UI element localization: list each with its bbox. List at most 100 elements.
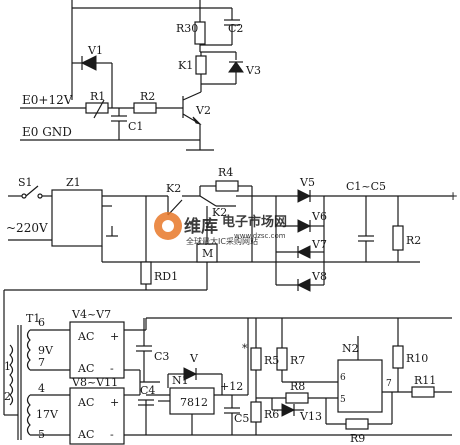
watermark-brand: 维库	[184, 216, 218, 237]
label-opamp-pin-5: 5	[340, 395, 346, 405]
r11-resistor	[411, 386, 435, 398]
label-minus-2: -	[110, 428, 114, 441]
label-v3: V3	[245, 64, 261, 77]
v3-diode	[228, 61, 244, 73]
label-r8: R8	[290, 380, 305, 393]
label-capacitor-bank: C1~C5	[346, 180, 386, 193]
v13-zener	[281, 403, 296, 417]
r10-resistor	[392, 345, 404, 369]
label-v5: V5	[299, 176, 315, 189]
t1-primary-winding	[9, 344, 14, 406]
label-r2-output: R2	[406, 234, 421, 247]
label-r1: R1	[90, 90, 105, 103]
v5-diode	[297, 189, 312, 203]
label-v8: V8	[311, 270, 327, 283]
label-bridge-bottom: V8~V11	[71, 376, 118, 389]
label-opamp-pin-7: 7	[386, 379, 392, 389]
label-r10: R10	[406, 352, 428, 365]
label-pin-6: 6	[38, 316, 45, 329]
k1-relay-coil	[195, 55, 207, 75]
regulator-7812	[169, 387, 215, 415]
label-pin-2: 2	[4, 390, 11, 403]
label-opamp-pin-6: 6	[340, 373, 346, 383]
watermark-title: 电子市场网	[222, 214, 287, 230]
watermark-subtitle: 全球最大IC采购网站	[186, 236, 258, 246]
label-k1: K1	[178, 59, 193, 72]
label-v1: V1	[87, 44, 103, 57]
lower-supply	[9, 317, 452, 445]
label-e0-gnd: E0 GND	[22, 125, 72, 139]
v8-diode	[296, 278, 311, 292]
label-plus-2: +	[110, 396, 119, 409]
label-v13: V13	[299, 410, 322, 423]
v6-diode	[297, 219, 312, 233]
label-plus-1: +	[110, 330, 119, 343]
label-s1: S1	[18, 176, 33, 189]
label-output-plus: +	[448, 189, 458, 203]
t1-secondary-17v	[26, 394, 31, 436]
label-ac-2: AC	[77, 362, 94, 375]
v1-diode	[80, 55, 97, 71]
z1-box	[51, 189, 103, 247]
v-diode	[183, 367, 198, 381]
r5-resistor	[250, 347, 262, 371]
label-c3: C3	[154, 350, 169, 363]
label-k2-b: K2	[212, 206, 227, 219]
label-r9: R9	[350, 432, 365, 445]
t1-secondary-9v	[26, 329, 31, 371]
label-pin-1: 1	[4, 360, 11, 373]
component-labels: R30 C2 K1 V3 V1 R1 R2 C1 V2 E0+12V E0 GN…	[4, 22, 458, 445]
label-c5: C5	[234, 412, 249, 425]
label-r5: R5	[264, 354, 279, 367]
label-r30: R30	[176, 22, 198, 35]
watermark: 维库 电子市场网 全球最大IC采购网站 www.dzsc.com	[154, 212, 287, 246]
label-17v: 17V	[36, 408, 59, 421]
label-motor: M	[202, 247, 213, 260]
mains-section	[3, 180, 452, 416]
label-bridge-top: V4~V7	[71, 308, 111, 321]
s1-switch	[25, 185, 39, 197]
r2-resistor	[133, 102, 157, 114]
label-9v: 9V	[38, 344, 54, 357]
r9-resistor	[345, 418, 369, 430]
label-c2: C2	[228, 22, 243, 35]
label-v: V	[189, 352, 199, 365]
watermark-url: www.dzsc.com	[234, 232, 286, 240]
label-7812: 7812	[180, 396, 208, 409]
label-k2-a: K2	[166, 182, 181, 195]
label-ac-4: AC	[77, 428, 94, 441]
label-r2: R2	[140, 90, 155, 103]
label-pin-7: 7	[38, 356, 45, 369]
label-rd1: RD1	[154, 270, 178, 283]
label-c4: C4	[140, 384, 155, 397]
label-ac-1: AC	[77, 330, 94, 343]
r2-output-resistor	[392, 225, 404, 251]
rd1-resistor	[140, 261, 152, 285]
r8-resistor	[285, 392, 309, 404]
label-pin-5: 5	[38, 428, 45, 441]
label-r4: R4	[218, 166, 233, 179]
top-circuit	[20, 0, 244, 151]
r6-resistor	[250, 401, 262, 423]
opamp-n2	[337, 359, 383, 413]
label-n2: N2	[342, 342, 359, 355]
label-r7: R7	[290, 354, 305, 367]
label-z1: Z1	[66, 176, 81, 189]
label-r11: R11	[414, 374, 436, 387]
bridge-v4-v7	[69, 321, 125, 379]
label-ac-3: AC	[77, 396, 94, 409]
label-mains-voltage: ~220V	[6, 221, 48, 235]
label-e0-12v: E0+12V	[22, 93, 73, 107]
label-v7: V7	[311, 238, 327, 251]
label-plus-12: +12	[220, 380, 243, 393]
label-r6: R6	[264, 408, 279, 421]
label-minus-1: -	[110, 362, 114, 375]
label-pin-4: 4	[38, 382, 45, 395]
label-t1: T1	[26, 312, 40, 325]
v7-diode	[296, 245, 311, 259]
label-n1: N1	[172, 374, 189, 387]
bridge-v8-v11	[69, 387, 125, 445]
label-v2: V2	[195, 104, 211, 117]
label-v6: V6	[311, 210, 327, 223]
